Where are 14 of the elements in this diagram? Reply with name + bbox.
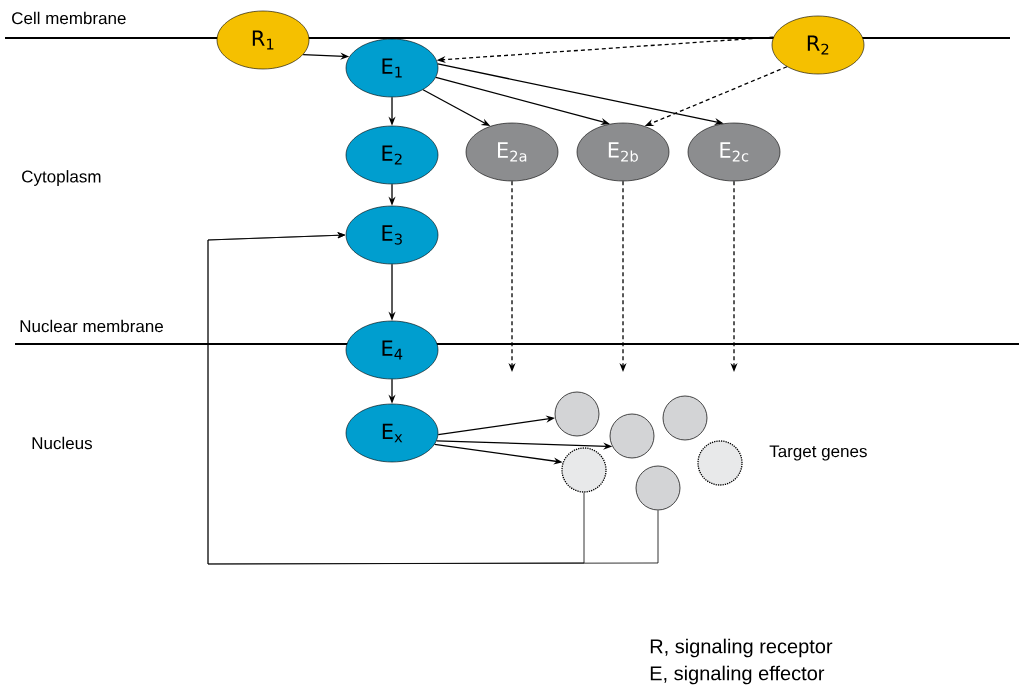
gene-circle bbox=[697, 440, 743, 486]
gene-circle bbox=[609, 413, 655, 459]
gene-circle bbox=[554, 391, 600, 437]
text-label: Nuclear membrane bbox=[20, 319, 163, 333]
text-label: Cell membrane bbox=[12, 11, 126, 25]
arrow bbox=[207, 232, 659, 565]
text-label: Cytoplasm bbox=[22, 170, 101, 186]
text-label: E, signaling effector bbox=[650, 665, 825, 685]
gene-circle bbox=[561, 447, 607, 493]
text-label: Target genes bbox=[769, 445, 867, 461]
gene-circle bbox=[662, 395, 708, 441]
text-label: R, signaling receptor bbox=[650, 638, 833, 658]
gene-circle bbox=[635, 465, 681, 511]
text-label: Nucleus bbox=[32, 436, 92, 450]
